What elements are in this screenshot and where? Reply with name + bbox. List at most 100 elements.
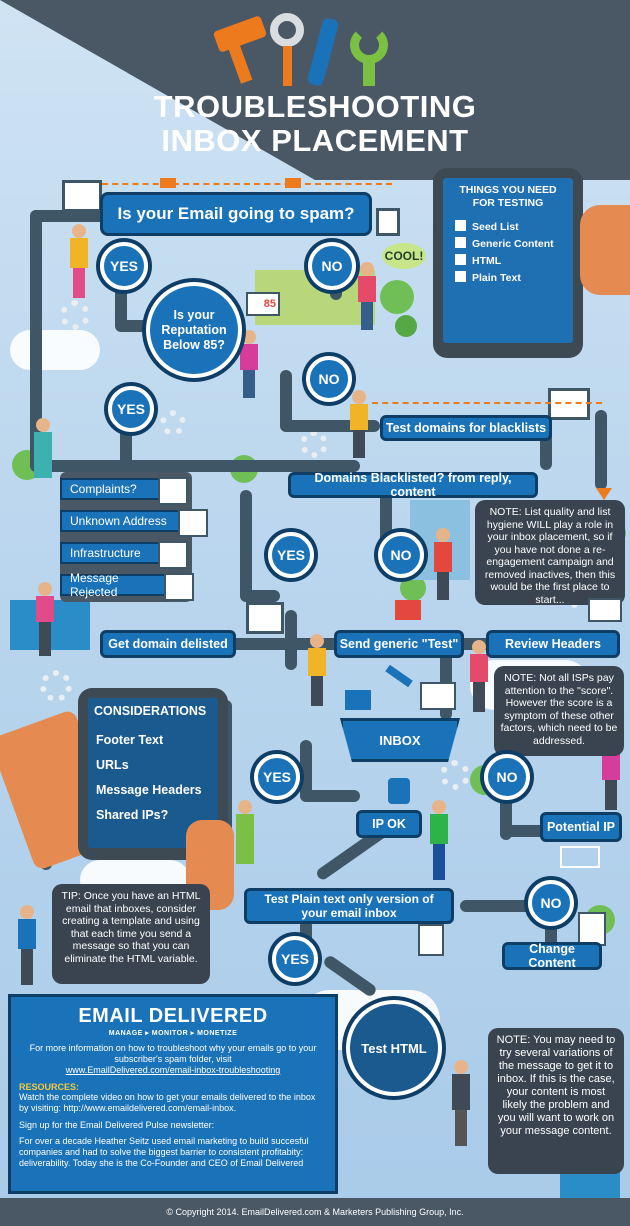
score-badge: 85 <box>246 292 280 316</box>
document-icon <box>418 924 444 956</box>
checkbox <box>455 220 466 231</box>
title-line-1: TROUBLESHOOTING <box>153 89 477 124</box>
considerations-item: Footer Text <box>96 733 164 747</box>
screwdriver-icon <box>306 17 340 87</box>
cloud <box>10 330 100 370</box>
pipe <box>300 740 312 800</box>
checklist-item: HTML <box>455 254 573 267</box>
pipe <box>240 490 252 600</box>
monitor-icon <box>246 602 284 634</box>
note-variations: NOTE: You may need to try several variat… <box>488 1028 624 1174</box>
no-badge: NO <box>528 880 574 926</box>
step-review-headers: Review Headers <box>486 630 620 658</box>
pipe <box>30 210 110 222</box>
resources-label: RESOURCES: <box>19 1082 80 1092</box>
step-test-blacklists: Test domains for blacklists <box>380 415 552 441</box>
checklist: Seed List Generic Content HTML Plain Tex… <box>443 220 573 284</box>
yes-badge: YES <box>100 242 148 290</box>
dashed-path <box>372 402 602 404</box>
monitor-icon <box>62 180 102 212</box>
pipe <box>280 370 292 430</box>
pipe <box>460 900 540 912</box>
video-text: Watch the complete video on how to get y… <box>19 1092 316 1113</box>
more-info-link[interactable]: www.EmailDelivered.com/email-inbox-troub… <box>65 1065 281 1075</box>
brand-logo: EMAIL DELIVERED <box>78 1005 268 1027</box>
dashed-path <box>102 183 392 185</box>
checklist-title: THINGS YOU NEED FOR TESTING <box>459 184 557 209</box>
question-spam: Is your Email going to spam? <box>100 192 372 236</box>
checklist-item: Plain Text <box>455 271 573 284</box>
considerations-item: URLs <box>96 758 129 772</box>
pipe <box>30 460 360 472</box>
hand-illustration <box>580 205 630 295</box>
sad-face-icon <box>164 573 194 601</box>
step-get-delisted: Get domain delisted <box>100 630 236 658</box>
monitor-icon <box>420 682 456 710</box>
yes-badge: YES <box>254 754 300 800</box>
considerations-screen: CONSIDERATIONS Footer Text URLs Message … <box>88 698 218 848</box>
checkbox <box>455 254 466 265</box>
document-icon <box>578 912 606 946</box>
magnifier-handle <box>283 46 292 86</box>
issue-label: Message Rejected <box>70 571 119 599</box>
issue-complaints: Complaints? <box>60 477 188 505</box>
title-line-2: INBOX PLACEMENT <box>161 123 469 158</box>
network-icon <box>560 846 600 868</box>
no-badge: NO <box>308 242 356 290</box>
gears-icon <box>158 541 188 569</box>
trash-icon <box>376 208 400 236</box>
issue-infrastructure: Infrastructure <box>60 541 188 569</box>
pipe <box>595 410 607 490</box>
checklist-item-label: HTML <box>472 255 502 267</box>
gear-icon <box>40 670 72 702</box>
checklist-item-label: Plain Text <box>472 272 521 284</box>
magnifier-icon <box>270 13 304 47</box>
monitor-icon <box>588 598 622 622</box>
step-ip-ok: IP OK <box>356 810 422 838</box>
pipe <box>300 790 360 802</box>
inbox-label: INBOX <box>340 718 460 762</box>
envelope-icon <box>395 600 421 620</box>
pipe <box>115 320 155 332</box>
issue-label: Unknown Address <box>70 514 167 528</box>
gear-icon <box>440 760 470 790</box>
issue-unknown-address: Unknown Address <box>60 509 208 537</box>
thumbs-down-icon <box>158 477 188 505</box>
issue-label: Infrastructure <box>70 546 141 560</box>
checklist-item-label: Generic Content <box>472 238 554 250</box>
step-change-content: Change Content <box>502 942 602 970</box>
hammer-handle <box>225 37 253 84</box>
yes-badge: YES <box>268 532 314 578</box>
brand-tagline: MANAGE ▸ MONITOR ▸ MONETIZE <box>108 1030 238 1037</box>
wrench-icon <box>385 664 413 688</box>
no-badge: NO <box>378 532 424 578</box>
no-badge: NO <box>484 754 530 800</box>
tree <box>380 280 414 314</box>
title-banner <box>0 0 630 180</box>
wrench-handle <box>363 58 375 86</box>
note-tip: TIP: Once you have an HTML email that in… <box>52 884 210 984</box>
envelope-icon <box>285 178 301 188</box>
step-test-plain-text: Test Plain text only version of your ema… <box>244 888 454 924</box>
issue-label: Complaints? <box>70 482 137 496</box>
no-badge: NO <box>306 356 352 402</box>
checkbox <box>455 271 466 282</box>
arrow-down-icon <box>596 488 612 500</box>
more-info-text: For more information on how to troublesh… <box>29 1043 317 1064</box>
checklist-tablet: THINGS YOU NEED FOR TESTING Seed List Ge… <box>433 168 583 358</box>
envelope-icon <box>160 178 176 188</box>
question-reputation: Is your Reputation Below 85? <box>146 282 242 378</box>
note-score: NOTE: Not all ISPs pay attention to the … <box>494 666 624 756</box>
note-list-quality: NOTE: List quality and list hygiene WILL… <box>475 500 625 606</box>
footer-copyright: © Copyright 2014. EmailDelivered.com & M… <box>0 1198 630 1226</box>
pipe <box>500 825 550 837</box>
inbox-tray-icon <box>345 690 371 710</box>
signup-text: Sign up for the Email Delivered Pulse ne… <box>19 1120 215 1130</box>
step-potential-ip: Potential IP <box>540 812 622 842</box>
step-send-generic-test: Send generic "Test" <box>334 630 464 658</box>
gear-icon <box>160 410 186 436</box>
considerations-list: Footer Text URLs Message Headers Shared … <box>88 728 218 828</box>
gear-icon <box>300 430 328 458</box>
yes-badge: YES <box>108 386 154 432</box>
issue-message-rejected: Message Rejected <box>60 571 194 601</box>
